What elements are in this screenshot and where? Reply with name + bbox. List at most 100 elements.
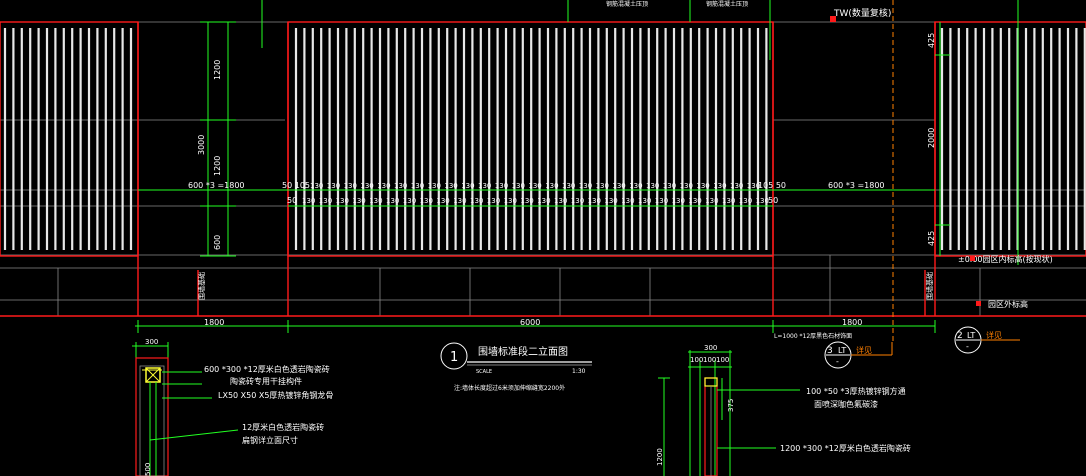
callout-2-sub: - <box>966 342 969 351</box>
dim-2000: 2000 <box>927 128 936 148</box>
dim-unit-label: 130 <box>352 197 365 205</box>
section-a-note-5: 扁钢详立面尺寸 <box>242 435 298 445</box>
dim-unit-label: 130 <box>428 182 441 190</box>
section-b-note-3: 1200 *300 *12厚米白色透岩陶瓷砖 <box>780 443 911 453</box>
dim-unit-label: 130 <box>504 197 517 205</box>
side-label-left: 围墙基础 <box>197 272 206 300</box>
dim-unit-label: 130 <box>495 182 508 190</box>
detail-callouts: 3 LT - 详见 2 LT - 详见 <box>824 326 1020 369</box>
section-a-note-1: 600 *300 *12厚米白色透岩陶瓷砖 <box>204 364 330 374</box>
dim-unit-label: 130 <box>663 182 676 190</box>
dim-3000: 3000 <box>197 135 206 155</box>
section-a-note-2: 陶瓷砖专用干挂构件 <box>230 376 302 386</box>
dim-1200-lower: 1200 <box>213 156 222 176</box>
bottom-dim-1800-left: 1800 <box>204 318 224 327</box>
title-number-circle <box>440 342 468 370</box>
dim-unit-label: 130 <box>520 197 533 205</box>
callout-2: 2 LT - 详见 <box>954 326 1020 354</box>
dim-unit-label: 130 <box>638 197 651 205</box>
bottom-dim-6000: 6000 <box>520 318 540 327</box>
section-b-note-2: 面喷深咖色氟碳漆 <box>814 399 878 409</box>
dim-unit-label: 130 <box>403 197 416 205</box>
section-a-height: 500 <box>144 463 152 476</box>
dim-unit-label: 130 <box>436 197 449 205</box>
callout-3-text: 详见 <box>856 345 872 355</box>
dim-unit-label: 130 <box>394 182 407 190</box>
elevation-view: 1200 1200 600 3000 425 2000 425 600 *3 =… <box>0 0 1086 342</box>
row1-end: 105 50 <box>758 181 786 190</box>
row1-start: 50 105 <box>282 181 310 190</box>
dim-unit-label: 130 <box>705 197 718 205</box>
elevation-texts: 1200 1200 600 3000 425 2000 425 600 *3 =… <box>188 0 1053 340</box>
dim-unit-label: 130 <box>655 197 668 205</box>
dim-unit-label: 130 <box>386 197 399 205</box>
dim-unit-label: 130 <box>696 182 709 190</box>
section-a-width: 300 <box>145 338 158 346</box>
dim-unit-label: 130 <box>537 197 550 205</box>
callout-3-number: 3 <box>827 346 833 356</box>
title-note: 注:墙体长度超过6米须加伸缩缝宽2200外 <box>454 384 565 392</box>
dim-425-bottom: 425 <box>927 231 936 246</box>
section-b-dim-1: 100 <box>690 356 703 364</box>
dim-unit-label: 130 <box>571 197 584 205</box>
section-b-height: 1200 <box>656 448 664 466</box>
dim-unit-label: 130 <box>621 197 634 205</box>
dim-unit-label: 130 <box>688 197 701 205</box>
dim-unit-label: 130 <box>319 197 332 205</box>
top-note-1: 钢筋混凝土压顶 <box>606 0 648 8</box>
span-left-label: 600 *3 =1800 <box>188 181 245 190</box>
dim-unit-label: 130 <box>562 182 575 190</box>
section-a-note-3: LX50 X50 X5厚热镀锌角钢龙骨 <box>218 390 333 400</box>
dim-unit-label: 130 <box>588 197 601 205</box>
dim-unit-label: 130 <box>739 197 752 205</box>
section-detail-b: 300 100 100 100 1200 375 100 *50 *3厚热镀锌钢… <box>656 344 911 476</box>
dim-unit-label: 130 <box>444 182 457 190</box>
dim-unit-label: 130 <box>579 182 592 190</box>
dim-600: 600 <box>213 235 222 250</box>
top-note-2: 钢筋混凝土压顶 <box>706 0 748 8</box>
elevation-grid <box>0 21 1086 316</box>
callout-2-number: 2 <box>957 331 963 341</box>
dim-unit-label: 130 <box>344 182 357 190</box>
row2-end: 50 <box>768 196 778 205</box>
level-markers <box>830 16 981 306</box>
section-b-dim-3: 100 <box>716 356 729 364</box>
dim-unit-label: 130 <box>360 182 373 190</box>
section-b-dim-2: 100 <box>703 356 716 364</box>
scale-value: 1:30 <box>572 368 586 375</box>
section-b-note-1: 100 *50 *3厚热镀锌钢方通 <box>806 386 906 396</box>
dim-unit-label: 130 <box>730 182 743 190</box>
dim-unit-label: 130 <box>629 182 642 190</box>
dim-unit-label: 130 <box>713 182 726 190</box>
row2-start: 50 <box>287 196 297 205</box>
callout-2-sheet: LT <box>967 331 975 340</box>
section-b-total: 300 <box>704 344 717 352</box>
dim-unit-label: 130 <box>596 182 609 190</box>
dim-unit-label: 130 <box>545 182 558 190</box>
dim-unit-label: 130 <box>604 197 617 205</box>
wall-outline <box>0 21 1086 317</box>
dim-unit-label: 130 <box>453 197 466 205</box>
callout-3-sheet: LT <box>838 346 846 355</box>
scale-label: SCALE <box>476 369 492 375</box>
outside-level-label: 园区外标高 <box>988 299 1028 309</box>
section-a-note-4: 12厚米白色透岩陶瓷砖 <box>242 422 324 432</box>
dim-unit-label: 130 <box>327 182 340 190</box>
dim-unit-label: 130 <box>411 182 424 190</box>
dim-unit-label: 130 <box>512 182 525 190</box>
dim-unit-label: 130 <box>680 182 693 190</box>
dim-unit-label: 130 <box>722 197 735 205</box>
ground-level-label: ±0.00园区内标高(按现状) <box>958 254 1053 264</box>
dim-unit-label: 130 <box>478 182 491 190</box>
drawing-title-block: 1 围墙标准段二立面图 SCALE 1:30 注:墙体长度超过6米须加伸缩缝宽2… <box>440 342 592 392</box>
side-label-right: 围墙基础 <box>925 272 934 300</box>
bottom-dim-1800-right: 1800 <box>842 318 862 327</box>
dim-unit-label: 130 <box>528 182 541 190</box>
dim-unit-label: 130 <box>672 197 685 205</box>
dim-unit-label: 130 <box>420 197 433 205</box>
dim-unit-label: 130 <box>487 197 500 205</box>
callout-2-text: 详见 <box>986 330 1002 340</box>
